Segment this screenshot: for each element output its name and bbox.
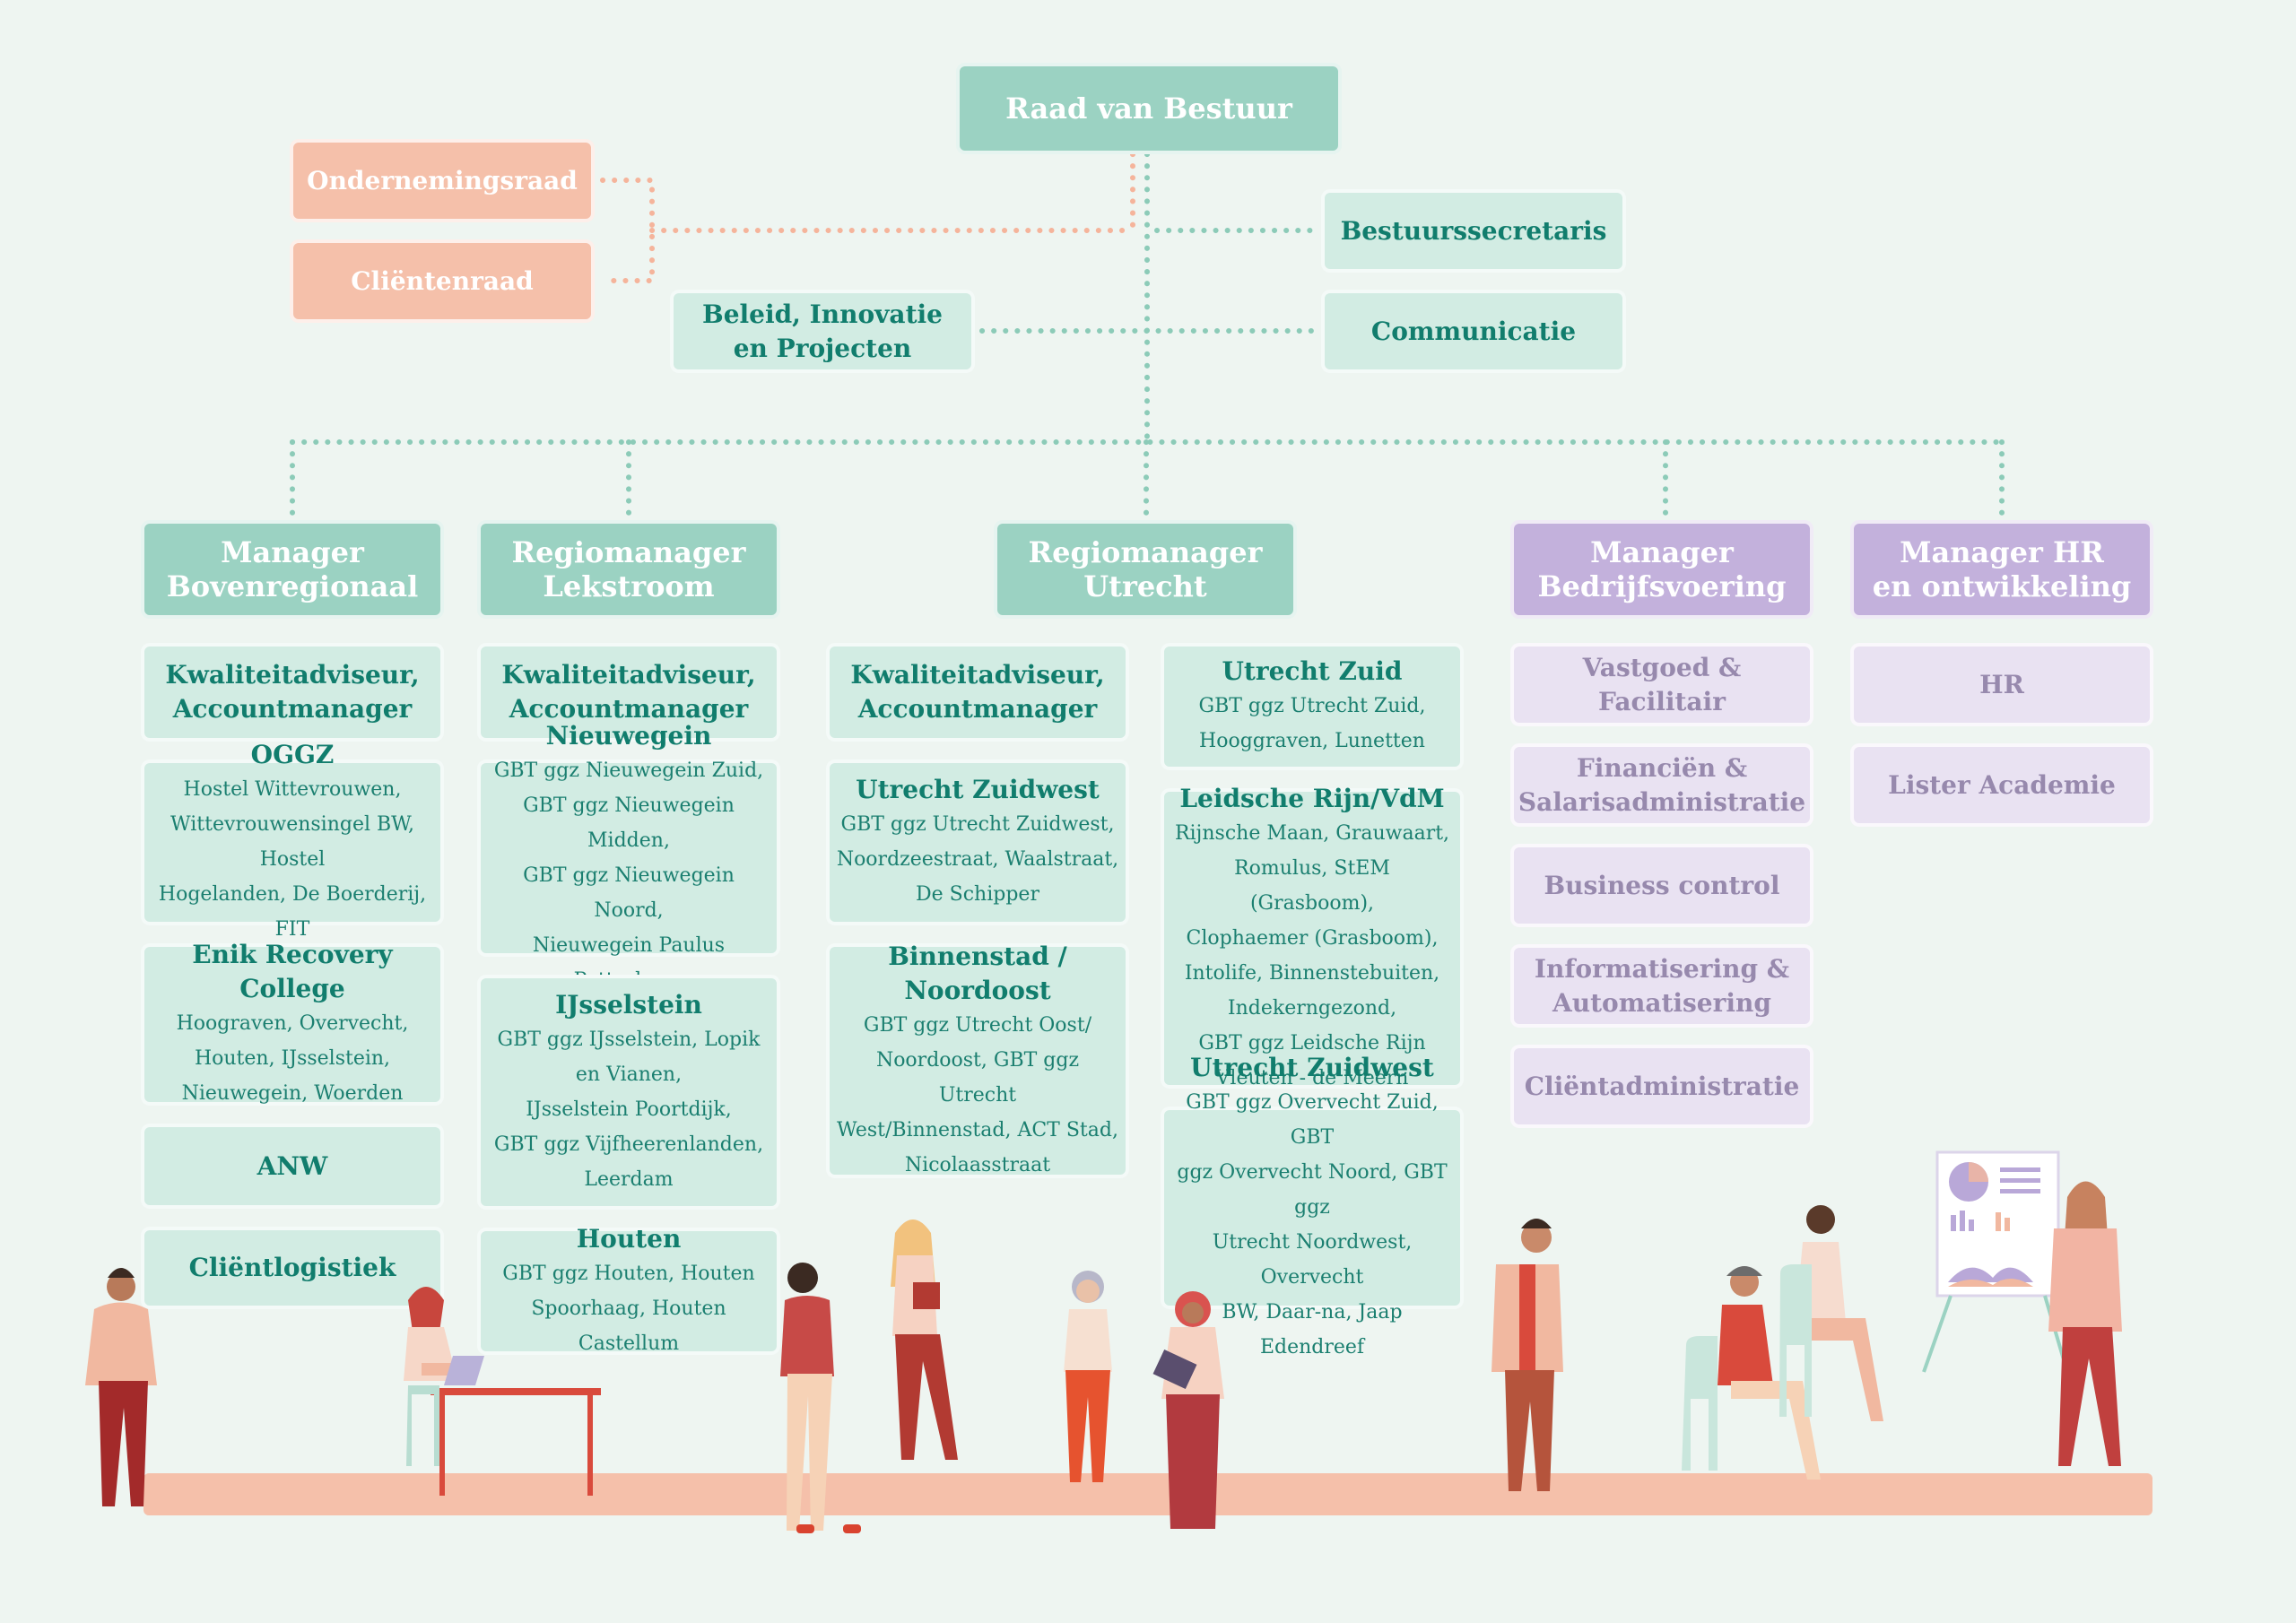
clientenraad-label: Cliëntenraad	[351, 265, 534, 296]
presenter-woman-figure	[2048, 1181, 2122, 1466]
regiomanager-lekstroom-box: Regiomanager Lekstroom	[477, 520, 780, 619]
enik-recovery-title: Enik Recovery College	[192, 940, 393, 1003]
anw-box: ANW	[141, 1124, 444, 1209]
manager-hr-label: Manager HR en ontwikkeling	[1872, 535, 2132, 603]
anw-label: ANW	[257, 1150, 328, 1181]
vastgoed-facilitair-box: Vastgoed & Facilitair	[1510, 643, 1813, 726]
lekstroom-kwaliteit-label: Kwaliteitadviseur, Accountmanager	[501, 660, 756, 724]
utrecht-zuidwest-2-box: Utrecht Zuidwest GBT ggz Overvecht Zuid,…	[1161, 1053, 1464, 1358]
manager-hr-box: Manager HR en ontwikkeling	[1850, 520, 2153, 619]
regiomanager-utrecht-label: Regiomanager Utrecht	[1028, 535, 1263, 603]
enik-recovery-box: Enik Recovery College Hoograven, Overvec…	[141, 940, 444, 1106]
utrecht-zuidwest-title: Utrecht Zuidwest	[856, 775, 1100, 804]
clientadministratie-box: Cliëntadministratie	[1510, 1045, 1813, 1128]
clientenraad-box: Cliëntenraad	[290, 239, 595, 323]
manager-bovenregionaal-label: Manager Bovenregionaal	[166, 535, 419, 603]
regiomanager-utrecht-box: Regiomanager Utrecht	[994, 520, 1297, 619]
clientlogistiek-box: Cliëntlogistiek	[141, 1227, 444, 1309]
ijsselstein-box: IJsselstein GBT ggz IJsselstein, Lopik e…	[477, 975, 780, 1210]
beleid-innovatie-box: Beleid, Innovatie en Projecten	[670, 290, 975, 373]
ondernemingsraad-box: Ondernemingsraad	[290, 139, 595, 222]
utrecht-zuid-box: Utrecht Zuid GBT ggz Utrecht Zuid, Hoogg…	[1161, 643, 1464, 770]
informatisering-label: Informatisering & Automatisering	[1534, 953, 1790, 1018]
communicatie-label: Communicatie	[1370, 316, 1577, 346]
older-woman-figure	[1064, 1271, 1112, 1482]
communicatie-box: Communicatie	[1321, 290, 1626, 373]
raad-van-bestuur-box: Raad van Bestuur	[956, 63, 1342, 154]
financien-label: Financiën & Salarisadministratie	[1518, 752, 1806, 817]
thinking-man-figure	[780, 1263, 861, 1533]
clientadministratie-label: Cliëntadministratie	[1524, 1071, 1800, 1101]
oggz-box: OGGZ Hostel Wittevrouwen, Wittevrouwensi…	[141, 740, 444, 941]
leidsche-rijn-title: Leidsche Rijn/VdM	[1179, 783, 1445, 813]
hr-label: HR	[1979, 669, 2024, 699]
enik-recovery-body: Hoograven, Overvecht, Houten, IJsselstei…	[176, 1012, 409, 1105]
business-control-label: Business control	[1544, 870, 1780, 900]
lekstroom-kwaliteit-box: Kwaliteitadviseur, Accountmanager	[477, 643, 780, 742]
lister-academie-box: Lister Academie	[1850, 743, 2153, 827]
bestuurssecretaris-box: Bestuurssecretaris	[1321, 189, 1626, 273]
council-bracket-line	[600, 178, 655, 283]
utrecht-zuidwest-body: GBT ggz Utrecht Zuidwest, Noordzeestraat…	[836, 813, 1119, 906]
utrecht-zuidwest-2-title: Utrecht Zuidwest	[1190, 1053, 1434, 1082]
houten-title: Houten	[576, 1223, 682, 1254]
oggz-body: Hostel Wittevrouwen, Wittevrouwensingel …	[158, 778, 427, 941]
utrecht-zuid-title: Utrecht Zuid	[1222, 656, 1403, 686]
utrecht-kwaliteit-label: Kwaliteitadviseur, Accountmanager	[850, 660, 1105, 724]
seated-woman-figure	[1779, 1205, 1883, 1421]
bestuurssecretaris-label: Bestuurssecretaris	[1340, 215, 1607, 246]
nieuwegein-box: Nieuwegein GBT ggz Nieuwegein Zuid, GBT …	[477, 721, 780, 992]
manager-bedrijfsvoering-box: Manager Bedrijfsvoering	[1510, 520, 1813, 619]
informatisering-box: Informatisering & Automatisering	[1510, 944, 1813, 1028]
utrecht-kwaliteit-box: Kwaliteitadviseur, Accountmanager	[826, 643, 1129, 742]
phone-man-figure	[1492, 1219, 1563, 1491]
ijsselstein-title: IJsselstein	[555, 989, 702, 1020]
leidsche-rijn-body: Rijnsche Maan, Grauwaart, Romulus, StEM …	[1174, 821, 1450, 1089]
financien-box: Financiën & Salarisadministratie	[1510, 743, 1813, 827]
utrecht-zuidwest-2-body: GBT ggz Overvecht Zuid, GBT ggz Overvech…	[1177, 1091, 1448, 1358]
binnenstad-noordoost-box: Binnenstad / Noordoost GBT ggz Utrecht O…	[826, 941, 1129, 1178]
business-control-box: Business control	[1510, 844, 1813, 927]
binnenstad-noordoost-body: GBT ggz Utrecht Oost/ Noordoost, GBT ggz…	[837, 1013, 1118, 1176]
blonde-woman-figure	[891, 1219, 958, 1460]
seated-man-figure	[1682, 1266, 1821, 1480]
leidsche-rijn-box: Leidsche Rijn/VdM Rijnsche Maan, Grauwaa…	[1161, 784, 1464, 1089]
houten-box: Houten GBT ggz Houten, Houten Spoorhaag,…	[477, 1224, 780, 1355]
houten-body: GBT ggz Houten, Houten Spoorhaag, Houten…	[502, 1262, 755, 1355]
floor-strip	[144, 1473, 2152, 1515]
flipchart-figure	[1922, 1150, 2069, 1373]
bovenregionaal-kwaliteit-label: Kwaliteitadviseur, Accountmanager	[165, 660, 420, 724]
nieuwegein-title: Nieuwegein	[545, 720, 712, 751]
hr-box: HR	[1850, 643, 2153, 726]
ijsselstein-body: GBT ggz IJsselstein, Lopik en Vianen, IJ…	[493, 1028, 764, 1191]
beleid-innovatie-label: Beleid, Innovatie en Projecten	[702, 299, 943, 363]
raad-van-bestuur-label: Raad van Bestuur	[1005, 91, 1292, 126]
regiomanager-lekstroom-label: Regiomanager Lekstroom	[511, 535, 746, 603]
binnenstad-noordoost-title: Binnenstad / Noordoost	[888, 941, 1067, 1005]
vastgoed-facilitair-label: Vastgoed & Facilitair	[1582, 652, 1742, 716]
utrecht-zuidwest-box: Utrecht Zuidwest GBT ggz Utrecht Zuidwes…	[826, 759, 1129, 925]
lister-academie-label: Lister Academie	[1888, 769, 2116, 800]
standing-man-figure	[85, 1268, 157, 1506]
bovenregionaal-kwaliteit-box: Kwaliteitadviseur, Accountmanager	[141, 643, 444, 742]
utrecht-zuid-body: GBT ggz Utrecht Zuid, Hooggraven, Lunett…	[1198, 695, 1426, 752]
desk-worker-figure	[404, 1287, 601, 1496]
hijab-woman-figure	[1152, 1291, 1224, 1529]
manager-bovenregionaal-box: Manager Bovenregionaal	[141, 520, 444, 619]
oggz-title: OGGZ	[250, 740, 335, 769]
manager-bedrijfsvoering-label: Manager Bedrijfsvoering	[1537, 535, 1787, 603]
clientlogistiek-label: Cliëntlogistiek	[188, 1253, 396, 1282]
ondernemingsraad-label: Ondernemingsraad	[307, 165, 578, 195]
